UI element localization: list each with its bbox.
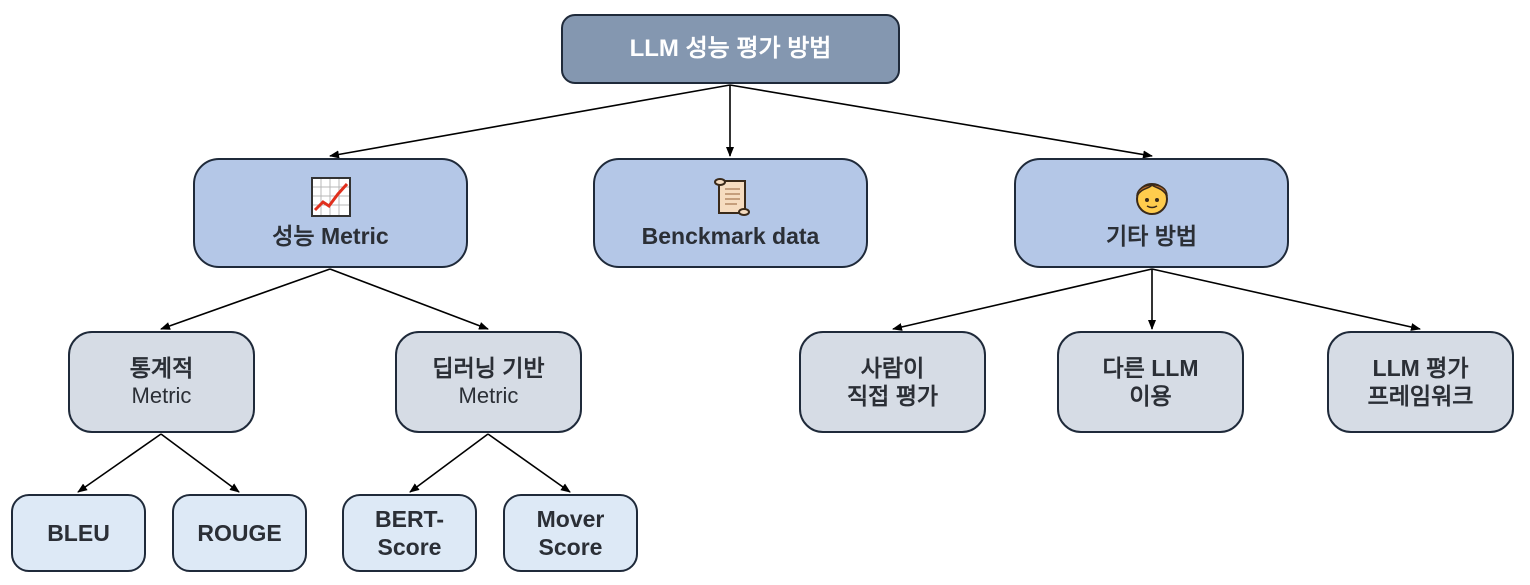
- arrow-root-to-metric: [329, 84, 731, 159]
- arrow-statistical-to-rouge: [160, 433, 240, 493]
- metric-type-subtitle: Metric: [131, 383, 192, 408]
- arrow-other-to-human: [892, 268, 1153, 331]
- arrow-metric-to-deeplearning: [329, 268, 489, 330]
- metric-line2: Score: [377, 534, 442, 560]
- person-face-icon: [1135, 183, 1168, 215]
- metric-line1: Mover: [536, 506, 605, 532]
- metric-bert-score: BERT- Score: [342, 494, 477, 572]
- scroll-icon: [713, 178, 750, 216]
- metric-mover-score: Mover Score: [503, 494, 638, 572]
- method-line2: 직접 평가: [846, 383, 939, 409]
- method-line1: 다른 LLM: [1102, 355, 1199, 381]
- arrow-deeplearning-to-bert: [409, 433, 489, 493]
- method-evaluation-framework: LLM 평가 프레임워크: [1327, 331, 1514, 433]
- metric-type-statistical: 통계적 Metric: [68, 331, 255, 433]
- metric-bleu: BLEU: [11, 494, 146, 572]
- category-label: 성능 Metric: [272, 223, 389, 249]
- category-benchmark-data: Benckmark data: [593, 158, 868, 268]
- category-label: 기타 방법: [1105, 223, 1198, 249]
- arrow-other-to-framework: [1151, 268, 1421, 331]
- root-node: LLM 성능 평가 방법: [561, 14, 900, 84]
- metric-line2: Score: [538, 534, 603, 560]
- category-other-methods: 기타 방법: [1014, 158, 1289, 268]
- chart-increasing-icon: [310, 177, 351, 217]
- arrow-deeplearning-to-mover: [487, 433, 571, 493]
- category-label: Benckmark data: [641, 223, 820, 249]
- arrow-statistical-to-bleu: [77, 433, 162, 493]
- arrow-root-to-other: [729, 84, 1153, 159]
- method-line2: 이용: [1129, 383, 1172, 409]
- metric-type-deep-learning: 딥러닝 기반 Metric: [395, 331, 582, 433]
- method-other-llm: 다른 LLM 이용: [1057, 331, 1244, 433]
- root-label: LLM 성능 평가 방법: [629, 35, 832, 62]
- category-performance-metric: 성능 Metric: [193, 158, 468, 268]
- method-line2: 프레임워크: [1367, 383, 1474, 409]
- metric-type-title: 딥러닝 기반: [432, 355, 545, 381]
- method-line1: 사람이: [860, 355, 925, 381]
- metric-label: ROUGE: [197, 520, 282, 546]
- method-line1: LLM 평가: [1372, 355, 1469, 381]
- arrow-metric-to-statistical: [160, 268, 331, 330]
- metric-label: BLEU: [47, 520, 110, 546]
- metric-type-subtitle: Metric: [458, 383, 519, 408]
- metric-type-title: 통계적: [129, 355, 194, 381]
- metric-rouge: ROUGE: [172, 494, 307, 572]
- metric-line1: BERT-: [375, 506, 444, 532]
- method-human-evaluation: 사람이 직접 평가: [799, 331, 986, 433]
